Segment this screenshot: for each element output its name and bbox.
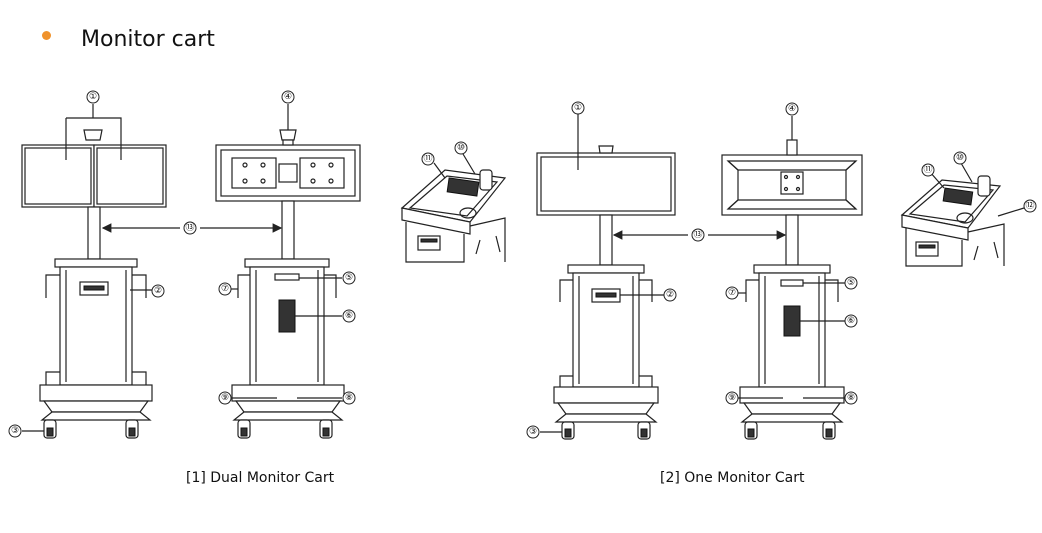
callout-6-one: ⑥ bbox=[844, 314, 858, 328]
svg-text:⑬: ⑬ bbox=[185, 222, 194, 233]
callout-8-dual: ⑧ bbox=[342, 391, 356, 405]
callout-11-dual: ⑪ bbox=[421, 152, 435, 166]
svg-text:⑧: ⑧ bbox=[847, 393, 855, 403]
svg-text:⑥: ⑥ bbox=[847, 316, 855, 326]
callout-2-one: ② bbox=[663, 288, 677, 302]
svg-text:⑪: ⑪ bbox=[923, 164, 932, 175]
svg-text:②: ② bbox=[154, 286, 162, 296]
callout-10-one: ⑩ bbox=[953, 151, 967, 165]
callout-6-dual: ⑥ bbox=[342, 309, 356, 323]
svg-text:⑩: ⑩ bbox=[457, 143, 465, 153]
callout-3-dual: ③ bbox=[8, 424, 22, 438]
callout-7-dual: ⑦ bbox=[218, 282, 232, 296]
callout-1-dual: ① bbox=[86, 90, 100, 104]
svg-text:⑦: ⑦ bbox=[221, 284, 229, 294]
svg-text:⑦: ⑦ bbox=[728, 288, 736, 298]
callout-10-dual: ⑩ bbox=[454, 141, 468, 155]
title-bullet bbox=[42, 31, 51, 40]
svg-text:⑥: ⑥ bbox=[345, 311, 353, 321]
callout-5-dual: ⑤ bbox=[342, 271, 356, 285]
callout-12-one: ⑫ bbox=[1023, 199, 1037, 213]
callout-7-one: ⑦ bbox=[725, 286, 739, 300]
page-title: Monitor cart bbox=[81, 27, 215, 52]
dual-cart-front bbox=[21, 104, 167, 439]
svg-text:⑤: ⑤ bbox=[345, 273, 353, 283]
svg-text:⑤: ⑤ bbox=[847, 278, 855, 288]
svg-text:②: ② bbox=[666, 290, 674, 300]
svg-text:⑫: ⑫ bbox=[1025, 200, 1034, 211]
dual-cart-back bbox=[215, 104, 361, 439]
one-cart-back bbox=[721, 116, 863, 440]
callout-8-one: ⑧ bbox=[844, 391, 858, 405]
svg-text:①: ① bbox=[89, 92, 97, 102]
svg-text:①: ① bbox=[574, 103, 582, 113]
svg-text:③: ③ bbox=[529, 427, 537, 437]
callout-9-dual: ⑨ bbox=[218, 391, 232, 405]
one-cart-front bbox=[536, 114, 676, 440]
callout-4-dual: ④ bbox=[281, 90, 295, 104]
svg-text:⑬: ⑬ bbox=[693, 229, 702, 240]
callout-13-one: ⑬ bbox=[691, 228, 705, 242]
dual-cart-caption: [1] Dual Monitor Cart bbox=[186, 470, 335, 486]
svg-text:⑨: ⑨ bbox=[728, 393, 736, 403]
one-cart-caption: [2] One Monitor Cart bbox=[660, 470, 805, 486]
callout-9-one: ⑨ bbox=[725, 391, 739, 405]
callout-11-one: ⑪ bbox=[921, 163, 935, 177]
svg-text:⑩: ⑩ bbox=[956, 153, 964, 163]
svg-text:⑧: ⑧ bbox=[345, 393, 353, 403]
dual-top-detail bbox=[400, 153, 507, 263]
svg-text:③: ③ bbox=[11, 426, 19, 436]
svg-text:④: ④ bbox=[284, 92, 292, 102]
callout-3-one: ③ bbox=[526, 425, 540, 439]
callout-5-one: ⑤ bbox=[844, 276, 858, 290]
callout-1-one: ① bbox=[571, 101, 585, 115]
callout-4-one: ④ bbox=[785, 102, 799, 116]
callout-13-dual: ⑬ bbox=[183, 221, 197, 235]
svg-text:④: ④ bbox=[788, 104, 796, 114]
svg-text:⑨: ⑨ bbox=[221, 393, 229, 403]
one-top-detail bbox=[900, 162, 1025, 267]
callout-2-dual: ② bbox=[151, 284, 165, 298]
svg-text:⑪: ⑪ bbox=[423, 153, 432, 164]
